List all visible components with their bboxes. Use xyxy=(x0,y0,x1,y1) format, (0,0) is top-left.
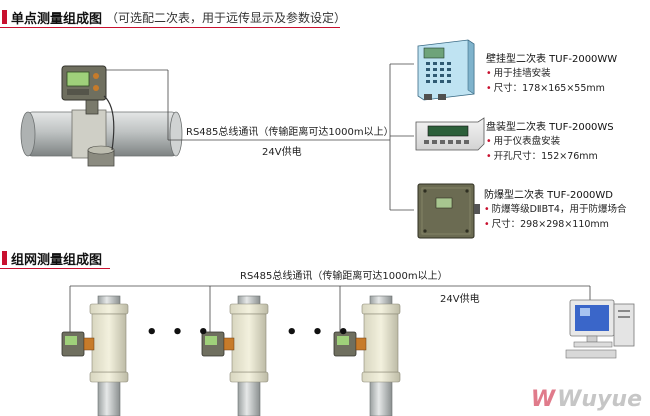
network-flowmeter-2 xyxy=(201,295,269,416)
network-power-label: 24V供电 xyxy=(440,294,480,305)
brand-logo-icon: W xyxy=(530,387,556,412)
network-rs485-bus-label: RS485总线通讯（传输距离可达1000m以上） xyxy=(240,271,448,282)
single-flowmeter xyxy=(20,65,183,167)
section-divider xyxy=(0,268,110,269)
device-wall-mount xyxy=(417,39,475,101)
ellipsis-more-meters: • • • xyxy=(146,322,214,343)
section-marker xyxy=(2,10,7,24)
connection-lines-single xyxy=(167,63,414,211)
device-title-explosion-proof: 防爆型二次表 TUF-2000WD xyxy=(484,190,614,201)
brand-watermark: W Wuyue xyxy=(531,387,642,412)
network-flowmeter-3 xyxy=(333,295,401,416)
device-spec-item: •用于仪表盘安装 xyxy=(486,136,561,147)
section-marker xyxy=(2,251,7,265)
section-header-single: 单点测量组成图 （可选配二次表，用于远传显示及参数设定） xyxy=(0,8,347,27)
device-title-wall-mount: 壁挂型二次表 TUF-2000WW xyxy=(486,54,618,65)
section-title-network: 组网测量组成图 xyxy=(11,252,103,268)
section-title-single: 单点测量组成图 xyxy=(11,11,103,27)
rs485-bus-label: RS485总线通讯（传输距离可达1000m以上） xyxy=(186,127,394,138)
device-spec-item: •尺寸：298×298×110mm xyxy=(484,219,609,230)
device-spec-item: •用于挂墙安装 xyxy=(486,68,551,79)
host-computer xyxy=(565,299,635,359)
power-supply-label: 24V供电 xyxy=(262,147,302,158)
device-spec-item: •防爆等级DⅡBT4，用于防爆场合 xyxy=(484,204,627,215)
device-spec-item: •开孔尺寸：152×76mm xyxy=(486,151,598,162)
device-panel-mount xyxy=(415,117,485,151)
device-spec-item: •尺寸：178×165×55mm xyxy=(486,83,605,94)
network-flowmeter-1 xyxy=(61,295,129,416)
section-divider xyxy=(0,27,340,28)
device-title-panel-mount: 盘装型二次表 TUF-2000WS xyxy=(486,122,614,133)
section-subtitle-single: （可选配二次表，用于远传显示及参数设定） xyxy=(106,10,347,25)
brand-name: Wuyue xyxy=(557,387,642,412)
device-explosion-proof xyxy=(417,183,480,239)
section-header-network: 组网测量组成图 xyxy=(0,249,103,268)
ellipsis-more-meters: • • • xyxy=(286,322,354,343)
